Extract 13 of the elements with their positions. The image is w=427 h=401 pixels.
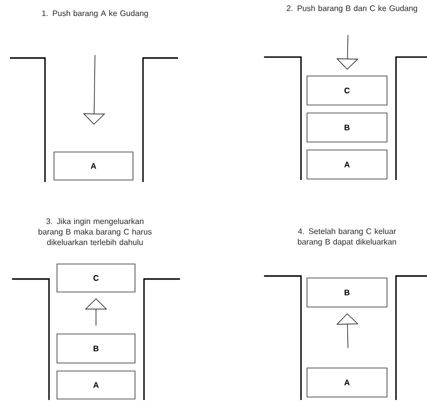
item-box: C bbox=[56, 264, 136, 292]
item-box: B bbox=[306, 112, 388, 142]
step-caption: 4. Setelah barang C keluar barang B dapat dikeluarkan bbox=[298, 228, 396, 246]
item-box: C bbox=[306, 76, 388, 106]
step-caption: 2. Push barang B dan C ke Gudang bbox=[286, 5, 418, 13]
item-box: A bbox=[306, 150, 388, 180]
item-box: A bbox=[306, 368, 388, 398]
item-box: B bbox=[306, 278, 388, 308]
step-caption: 1. Push barang A ke Gudang bbox=[42, 10, 148, 18]
item-box: B bbox=[56, 334, 136, 364]
item-box: A bbox=[56, 370, 136, 400]
step-caption: 3. Jika ingin mengeluarkan barang B maka barang C harus dikeluarkan terlebih dahulu bbox=[38, 218, 152, 246]
item-box: A bbox=[54, 152, 134, 180]
